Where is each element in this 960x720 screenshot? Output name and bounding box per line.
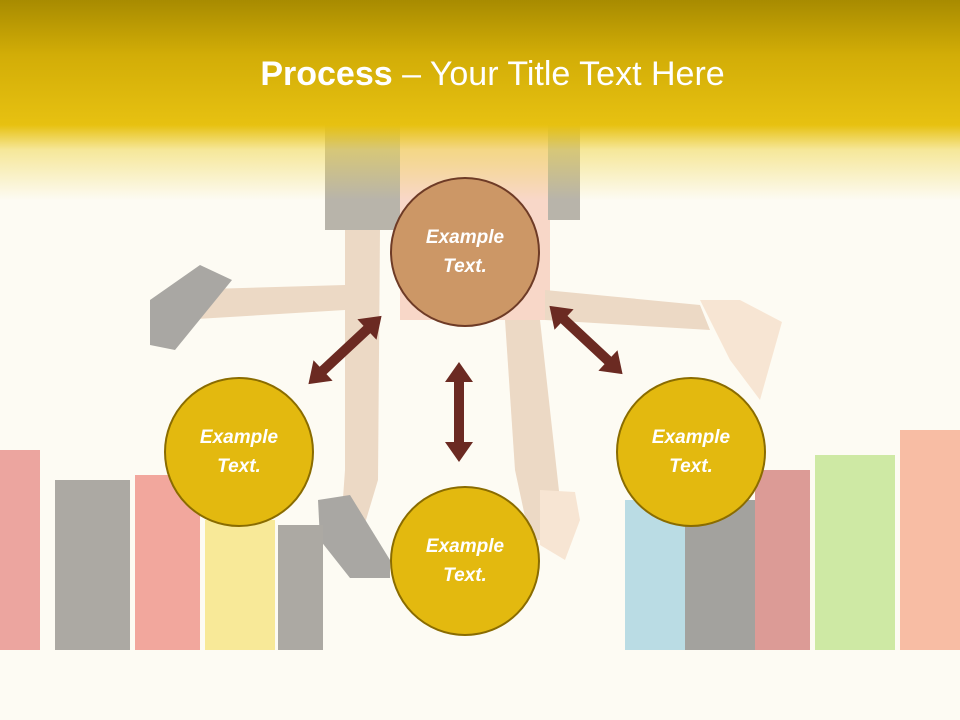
double-arrow-icon	[549, 305, 623, 375]
leg-shape	[545, 290, 710, 330]
shoe-shape	[318, 495, 390, 578]
bag-shape	[0, 450, 40, 650]
title-rest-text: – Your Title Text Here	[392, 55, 725, 93]
leg-shape	[340, 230, 380, 540]
leg-shape	[175, 285, 345, 320]
process-node-right[interactable]: Example Text.	[616, 377, 766, 527]
bag-shape	[900, 430, 960, 650]
node-label: Example Text.	[425, 227, 505, 277]
bag-shape	[815, 455, 895, 650]
title-bold-text: Process	[260, 55, 393, 93]
shoe-shape	[150, 265, 232, 350]
header-band	[0, 0, 960, 200]
process-node-bottom[interactable]: Example Text.	[390, 486, 540, 636]
shoe-shape	[540, 490, 580, 560]
double-arrow-icon	[308, 315, 382, 385]
bag-shape	[205, 520, 275, 650]
process-node-left[interactable]: Example Text.	[164, 377, 314, 527]
bag-shape	[55, 480, 130, 650]
bag-shape	[278, 525, 323, 650]
node-label: Example Text.	[199, 427, 279, 477]
process-node-top[interactable]: Example Text.	[390, 177, 540, 327]
double-arrow-icon	[445, 362, 473, 462]
node-label: Example Text.	[651, 427, 731, 477]
shoe-shape	[700, 300, 782, 400]
slide-title: Process – Your Title Text Here	[0, 52, 960, 96]
node-label: Example Text.	[425, 536, 505, 586]
leg-shape	[505, 320, 560, 540]
bag-shape	[755, 470, 810, 650]
